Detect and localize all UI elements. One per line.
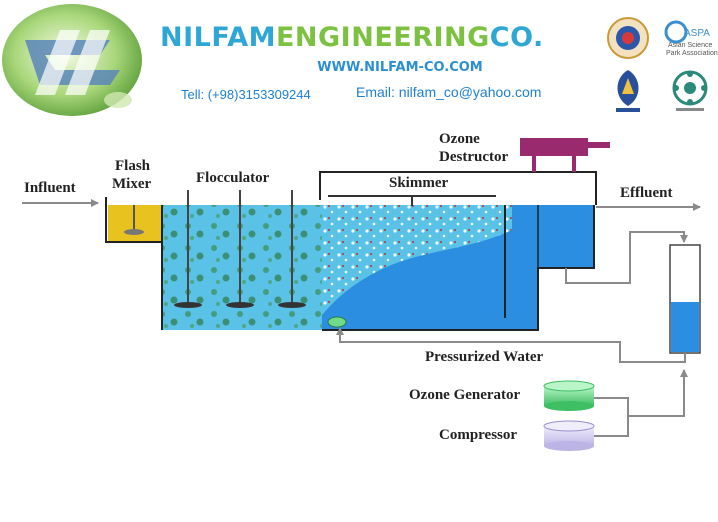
flocculator-label: Flocculator	[196, 170, 270, 186]
ozone-destructor-label-line1: Ozone	[439, 131, 480, 147]
incubator-emblem-icon	[672, 70, 708, 111]
pressurized-water-pipe	[336, 327, 686, 363]
compressor-pipe	[594, 416, 629, 437]
flash-mixer-label-line1: Flash	[115, 158, 151, 174]
compressor-label: Compressor	[439, 427, 517, 443]
nilfam-logo	[2, 4, 142, 116]
skimmer-label: Skimmer	[389, 175, 449, 191]
company-name: NILFAMENGINEERINGCO.	[160, 22, 544, 53]
affiliate-logos: ASPA Asian Science Park Association	[607, 17, 718, 112]
association-seal-icon	[607, 17, 649, 59]
recycle-pipe	[565, 231, 688, 284]
skimmer	[328, 195, 496, 206]
tank-cover	[319, 171, 597, 205]
aspa-logo-icon: ASPA Asian Science Park Association	[664, 20, 718, 57]
flash-mixer-label-line2: Mixer	[112, 176, 151, 192]
pressurized-water-label: Pressurized Water	[425, 349, 544, 365]
flotation-tank	[322, 205, 595, 331]
aspa-title: ASPA	[684, 28, 710, 39]
company-name-part2: ENGINEERING	[275, 22, 490, 53]
company-name-part3: CO.	[489, 22, 544, 53]
compressor	[543, 420, 595, 451]
effluent-label: Effluent	[620, 185, 673, 201]
flash-mixer	[105, 197, 163, 243]
website: WWW.NILFAM-CO.COM	[0, 60, 718, 75]
flocculator	[161, 190, 322, 330]
ozone-destructor-label-line2: Destructor	[439, 149, 508, 165]
aspa-subtitle-1: Asian Science	[668, 42, 712, 49]
website-link[interactable]: WWW.NILFAM-CO.COM	[317, 60, 483, 75]
header: NILFAMENGINEERINGCO. WWW.NILFAM-CO.COM T…	[0, 0, 718, 120]
email-address[interactable]: Email: nilfam_co@yahoo.com	[356, 84, 542, 100]
ozone-generator-label: Ozone Generator	[409, 387, 521, 403]
aspa-subtitle-2: Park Association	[666, 50, 718, 57]
company-name-part1: NILFAM	[160, 22, 276, 53]
science-park-emblem-icon	[616, 70, 640, 112]
saturator-vessel	[669, 244, 701, 354]
phone-number: Tell: (+98)3153309244	[181, 87, 311, 102]
gas-supply-pipe	[594, 369, 688, 417]
ozone-generator	[543, 380, 595, 411]
influent-label: Influent	[24, 180, 76, 196]
ozone-destructor	[520, 138, 610, 172]
